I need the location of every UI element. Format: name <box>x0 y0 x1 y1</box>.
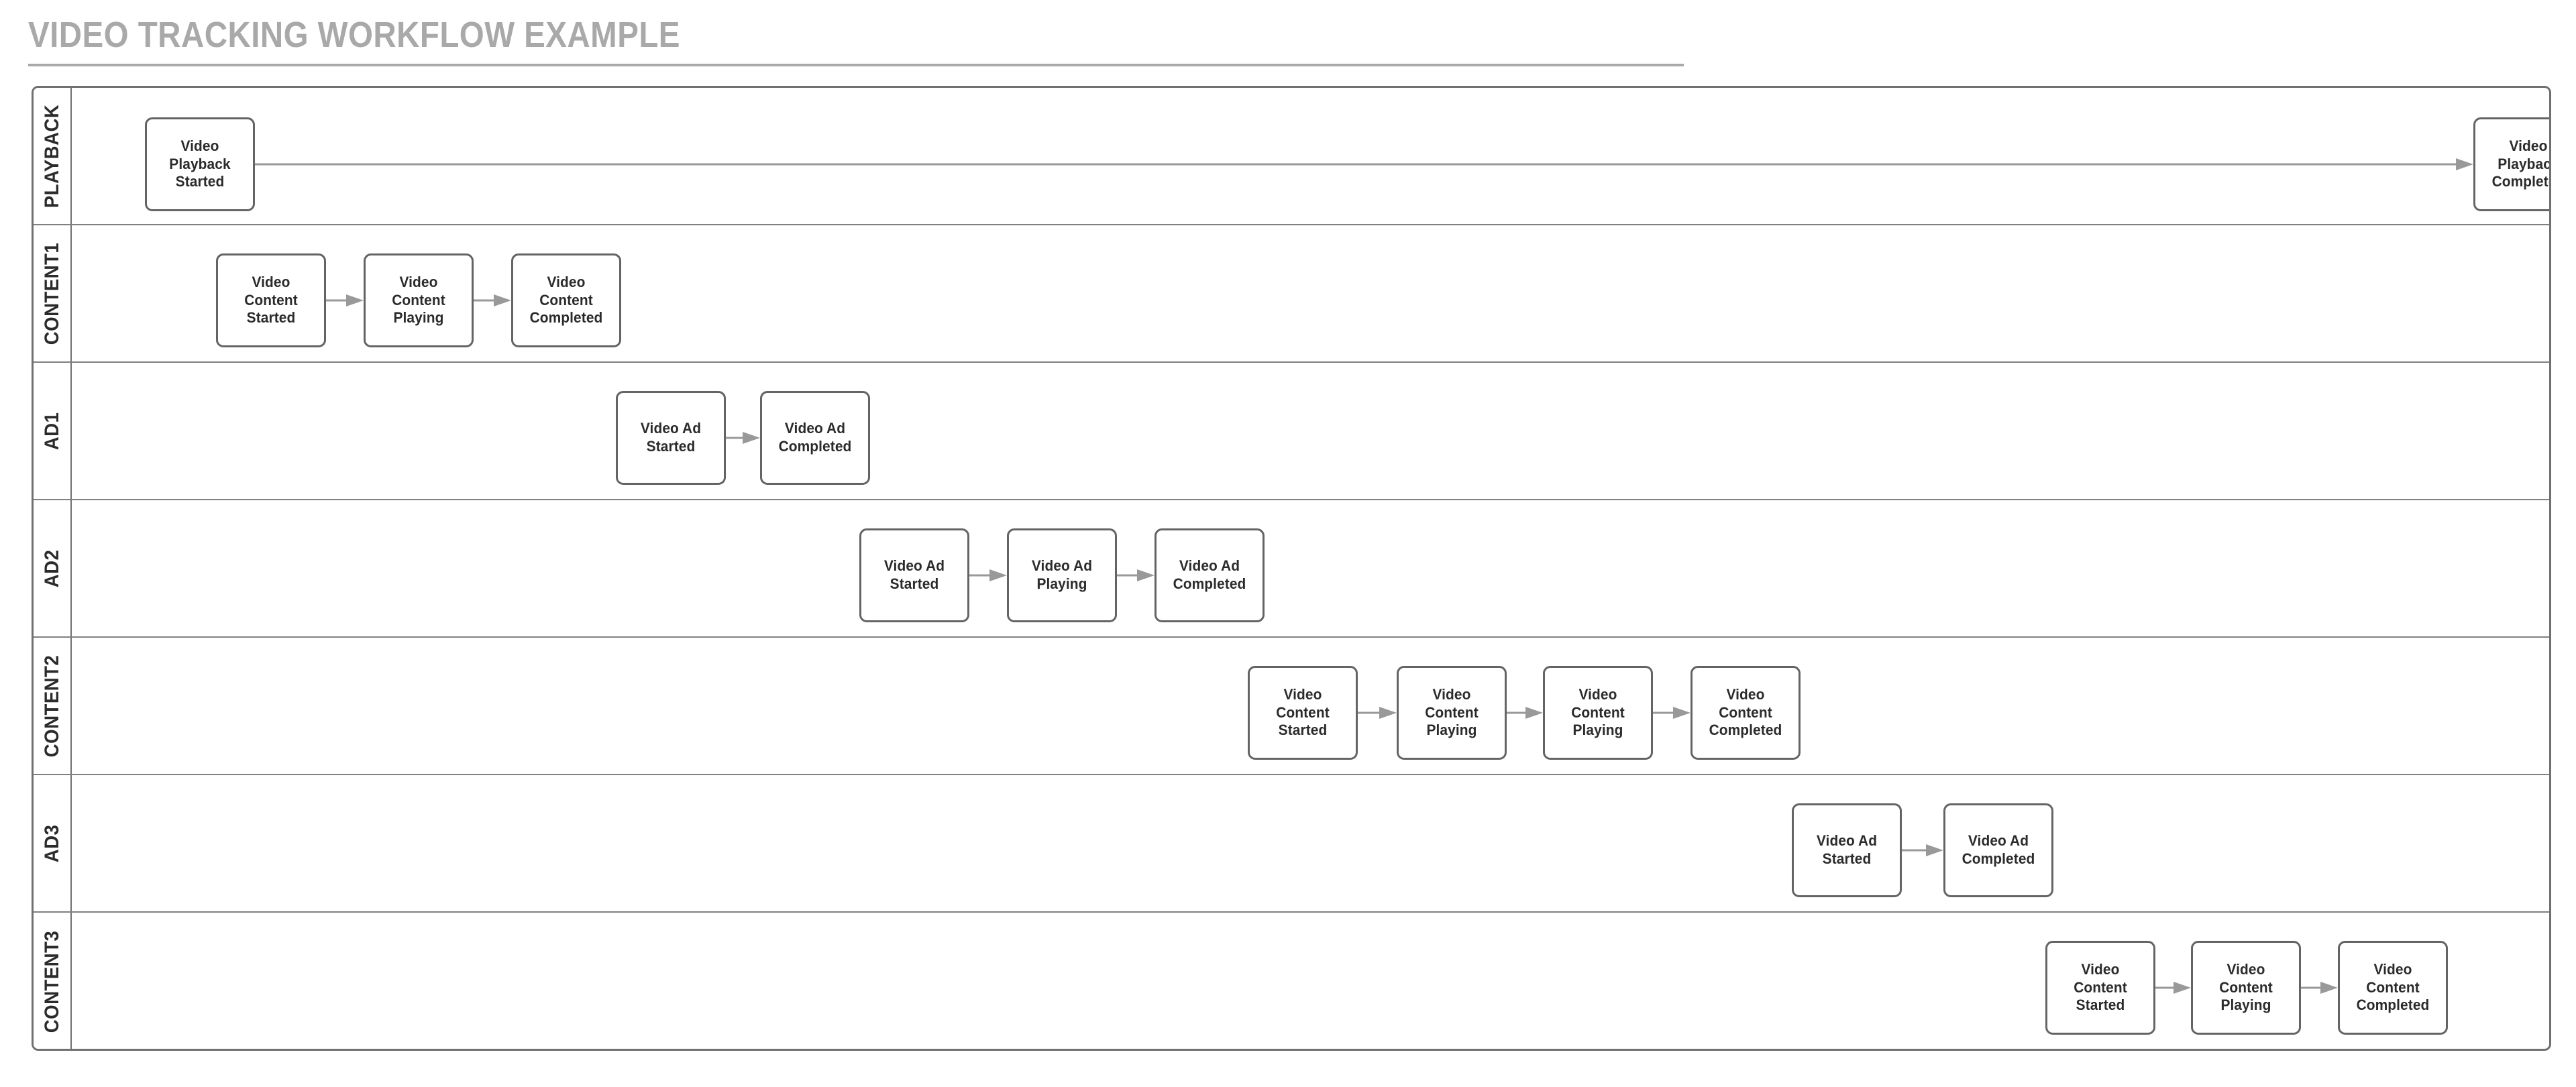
swimlane-ad3: AD3 Video Ad Started Video Ad Completed <box>34 775 2549 913</box>
task-label: Video Ad Completed <box>778 420 852 455</box>
task-label: Video Playback Completed <box>2491 137 2551 190</box>
flow-arrow-a1a-to-a1b <box>726 428 760 447</box>
lane-label-ad2: AD2 <box>40 549 63 587</box>
lane-label-content2: CONTENT2 <box>40 654 63 757</box>
task-box-c1b[interactable]: Video Content Playing <box>364 253 474 347</box>
lane-header-content2[interactable]: CONTENT2 <box>34 638 72 774</box>
task-label: Video Content Started <box>1276 685 1330 739</box>
task-label: Video Content Completed <box>1709 685 1782 739</box>
task-label: Video Content Playing <box>1571 685 1625 739</box>
task-box-c3c[interactable]: Video Content Completed <box>2338 941 2448 1035</box>
lane-body-content2: Video Content Started Video Content Playi… <box>72 638 2549 774</box>
flow-arrow-p1-to-p2 <box>255 155 2473 174</box>
task-label: Video Ad Started <box>883 557 945 592</box>
task-box-p2[interactable]: Video Playback Completed <box>2473 117 2551 211</box>
task-box-c3a[interactable]: Video Content Started <box>2045 941 2155 1035</box>
flow-arrow-c1a-to-c1b <box>326 291 364 310</box>
title-divider <box>28 63 1684 66</box>
task-label: Video Content Playing <box>2219 960 2273 1014</box>
task-label: Video Content Started <box>2074 960 2127 1014</box>
flow-arrow-c2a-to-c2b <box>1358 703 1397 722</box>
lane-header-ad3[interactable]: AD3 <box>34 775 72 911</box>
task-label: Video Content Completed <box>2356 960 2430 1014</box>
flow-arrow-c1b-to-c1c <box>474 291 511 310</box>
task-box-c1c[interactable]: Video Content Completed <box>511 253 621 347</box>
task-box-a1a[interactable]: Video Ad Started <box>616 391 726 485</box>
task-box-a2a[interactable]: Video Ad Started <box>859 528 969 622</box>
lane-label-playback: PLAYBACK <box>40 104 63 208</box>
task-box-p1[interactable]: Video Playback Started <box>145 117 255 211</box>
lane-header-content1[interactable]: CONTENT1 <box>34 225 72 361</box>
lane-body-ad3: Video Ad Started Video Ad Completed <box>72 775 2549 911</box>
lane-header-playback[interactable]: PLAYBACK <box>34 88 72 224</box>
lane-body-ad1: Video Ad Started Video Ad Completed <box>72 363 2549 499</box>
flow-arrow-c3b-to-c3c <box>2301 978 2338 997</box>
task-label: Video Ad Completed <box>1173 557 1246 592</box>
task-label: Video Content Playing <box>392 273 445 327</box>
lane-label-ad1: AD1 <box>40 412 63 450</box>
lane-body-content1: Video Content Started Video Content Playi… <box>72 225 2549 361</box>
lane-header-ad1[interactable]: AD1 <box>34 363 72 499</box>
task-box-a3b[interactable]: Video Ad Completed <box>1943 803 2053 897</box>
flow-arrow-a2b-to-a2c <box>1117 566 1155 585</box>
lane-label-content3: CONTENT3 <box>40 930 63 1033</box>
task-label: Video Playback Started <box>169 137 231 190</box>
flow-arrow-c2c-to-c2d <box>1653 703 1690 722</box>
task-box-c2b[interactable]: Video Content Playing <box>1397 666 1507 760</box>
flow-arrow-c2b-to-c2c <box>1507 703 1543 722</box>
task-box-a2c[interactable]: Video Ad Completed <box>1155 528 1265 622</box>
task-box-c2d[interactable]: Video Content Completed <box>1690 666 1801 760</box>
task-label: Video Ad Completed <box>1962 832 2035 867</box>
task-label: Video Content Completed <box>529 273 603 327</box>
task-box-c1a[interactable]: Video Content Started <box>216 253 326 347</box>
lane-body-ad2: Video Ad Started Video Ad Playing Video Ad… <box>72 500 2549 636</box>
lane-label-content1: CONTENT1 <box>40 242 63 345</box>
task-label: Video Ad Started <box>1816 832 1878 867</box>
task-box-a3a[interactable]: Video Ad Started <box>1792 803 1902 897</box>
swimlane-ad1: AD1 Video Ad Started Video Ad Completed <box>34 363 2549 500</box>
task-label: Video Ad Started <box>640 420 702 455</box>
task-label: Video Content Started <box>244 273 298 327</box>
flow-arrow-a2a-to-a2b <box>969 566 1007 585</box>
lane-header-ad2[interactable]: AD2 <box>34 500 72 636</box>
task-label: Video Content Playing <box>1425 685 1479 739</box>
flow-arrow-c3a-to-c3b <box>2155 978 2191 997</box>
lane-label-ad3: AD3 <box>40 824 63 862</box>
task-box-c2a[interactable]: Video Content Started <box>1248 666 1358 760</box>
task-box-a2b[interactable]: Video Ad Playing <box>1007 528 1117 622</box>
lane-header-content3[interactable]: CONTENT3 <box>34 913 72 1049</box>
lane-body-playback: Video Playback Started Video Playback Com… <box>72 88 2551 224</box>
task-box-c3b[interactable]: Video Content Playing <box>2191 941 2301 1035</box>
task-box-c2c[interactable]: Video Content Playing <box>1543 666 1653 760</box>
task-box-a1b[interactable]: Video Ad Completed <box>760 391 870 485</box>
page-title: VIDEO TRACKING WORKFLOW EXAMPLE <box>28 15 680 55</box>
title-block: VIDEO TRACKING WORKFLOW EXAMPLE <box>28 16 1685 66</box>
task-label: Video Ad Playing <box>1031 557 1093 592</box>
flow-arrow-a3a-to-a3b <box>1902 841 1943 860</box>
lane-body-content3: Video Content Started Video Content Playi… <box>72 913 2549 1049</box>
